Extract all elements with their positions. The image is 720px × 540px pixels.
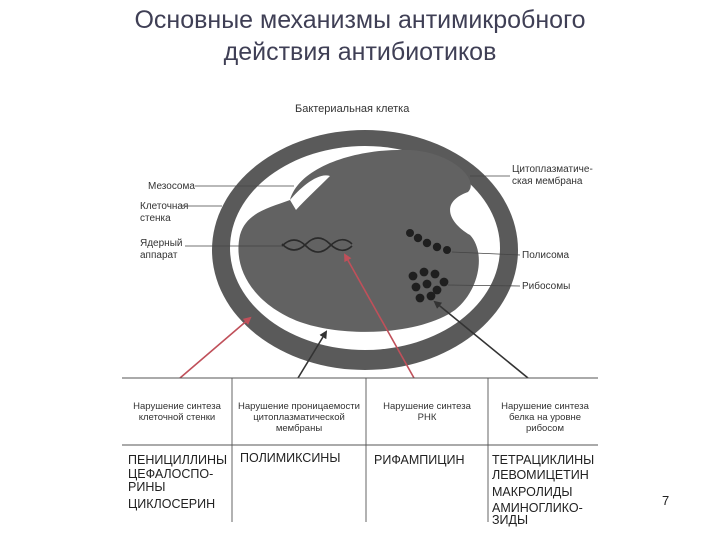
drug-column-1: ПЕНИЦИЛЛИНЫ ЦЕФАЛОСПО- РИНЫ ЦИКЛОСЕРИН [128, 453, 227, 511]
right-labels: Цитоплазматиче- ская мембрана Полисома Р… [447, 164, 593, 292]
drug-column-3: РИФАМПИЦИН [374, 453, 465, 467]
membrane-label-2: ская мембрана [512, 175, 583, 187]
header-cell-wall-2: клеточной стенки [139, 412, 216, 423]
ribosome-cluster [408, 267, 449, 303]
drug-macrolides: МАКРОЛИДЫ [492, 485, 572, 499]
header-ribosome-2: белка на уровне [509, 412, 581, 423]
mechanism-arrows [179, 253, 529, 379]
slide-title: Основные механизмы антимикробного действ… [0, 4, 720, 68]
nucleus-label-2: аппарат [140, 250, 178, 261]
dna-strand [281, 237, 353, 253]
slide-title-line-1: Основные механизмы антимикробного [134, 6, 586, 34]
header-ribosome-3: рибосом [526, 423, 564, 434]
header-cell-wall-1: Нарушение синтеза [133, 401, 221, 412]
mechanism-table [122, 377, 598, 522]
drug-aminoglycosides-1: АМИНОГЛИКО- [492, 501, 583, 515]
drug-column-2: ПОЛИМИКСИНЫ [240, 451, 340, 465]
drug-cephalosporins-2: РИНЫ [128, 480, 165, 494]
cell-wall-label-2: стенка [140, 213, 171, 224]
drug-polymyxins: ПОЛИМИКСИНЫ [240, 451, 340, 465]
membrane-arrow [297, 330, 328, 379]
page-number: 7 [662, 493, 670, 508]
polysome [406, 229, 451, 254]
membrane-label-1: Цитоплазматиче- [512, 164, 593, 175]
drug-cephalosporins-1: ЦЕФАЛОСПО- [128, 467, 213, 481]
cell-wall-arrow [179, 316, 252, 379]
header-rna-1: Нарушение синтеза [383, 401, 471, 412]
drug-aminoglycosides-2: ЗИДЫ [492, 513, 528, 527]
header-membrane-1: Нарушение проницаемости [238, 401, 360, 412]
header-ribosome-1: Нарушение синтеза [501, 401, 589, 412]
header-rna-2: РНК [418, 412, 437, 423]
nucleus-label-1: Ядерный [140, 238, 182, 249]
drug-column-4: ТЕТРАЦИКЛИНЫ ЛЕВОМИЦЕТИН МАКРОЛИДЫ АМИНО… [492, 453, 594, 527]
ribosome-arrow [433, 300, 529, 379]
polysome-label: Полисома [522, 250, 569, 261]
drug-cycloserine: ЦИКЛОСЕРИН [128, 497, 215, 511]
cell-label: Бактериальная клетка [295, 103, 410, 115]
rna-arrow [344, 253, 415, 379]
drug-rifampicin: РИФАМПИЦИН [374, 453, 465, 467]
slide-title-line-2: действия антибиотиков [223, 38, 497, 66]
cell-wall-label-1: Клеточная [140, 201, 188, 212]
drug-tetracyclines: ТЕТРАЦИКЛИНЫ [492, 453, 594, 467]
mesosome-label: Мезосома [148, 181, 195, 192]
header-membrane-3: мембраны [276, 423, 322, 434]
polysome-leader [451, 251, 521, 256]
mesosome-fold [290, 175, 330, 210]
table-headers: Нарушение синтеза клеточной стенки Наруш… [133, 401, 589, 434]
ribosomes-leader [447, 284, 521, 287]
drug-penicillins: ПЕНИЦИЛЛИНЫ [128, 453, 227, 467]
drug-levomycetin: ЛЕВОМИЦЕТИН [492, 468, 589, 482]
ribosomes-label: Рибосомы [522, 280, 570, 292]
left-labels: Мезосома Клеточная стенка Ядерный аппара… [140, 181, 294, 261]
header-membrane-2: цитоплазматической [253, 412, 345, 423]
